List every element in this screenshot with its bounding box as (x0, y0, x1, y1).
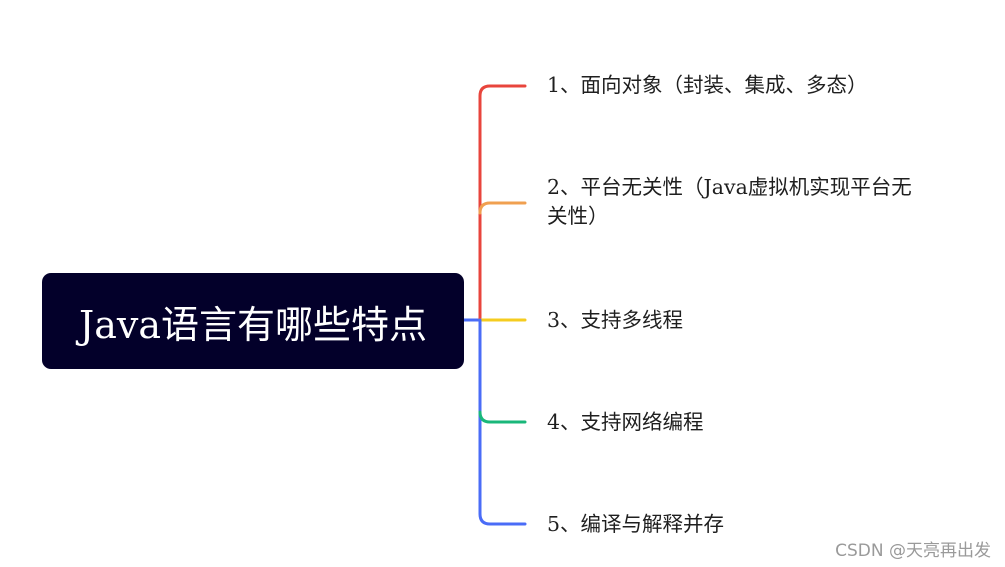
root-node[interactable]: Java语言有哪些特点 (42, 273, 464, 369)
connector-branch-4 (478, 410, 527, 424)
branch-label-4: 4、支持网络编程 (547, 410, 704, 434)
watermark: CSDN @天亮再出发 (835, 541, 991, 561)
root-node-label: Java语言有哪些特点 (78, 302, 427, 347)
branch-label-2: 2、平台无关性（Java虚拟机实现平台无关性） (547, 175, 912, 228)
branch-node-1[interactable]: 1、面向对象（封装、集成、多态） (547, 71, 937, 100)
branch-node-2[interactable]: 2、平台无关性（Java虚拟机实现平台无关性） (547, 173, 927, 231)
branch-node-4[interactable]: 4、支持网络编程 (547, 408, 937, 437)
branch-node-5[interactable]: 5、编译与解释并存 (547, 510, 937, 539)
branch-label-5: 5、编译与解释并存 (547, 512, 725, 536)
connector-branch-1 (478, 84, 527, 322)
branch-node-3[interactable]: 3、支持多线程 (547, 306, 937, 335)
connector-branch-2 (478, 201, 527, 215)
branch-label-3: 3、支持多线程 (547, 308, 684, 332)
connector-branch-5 (478, 318, 527, 526)
branch-label-1: 1、面向对象（封装、集成、多态） (547, 73, 868, 97)
